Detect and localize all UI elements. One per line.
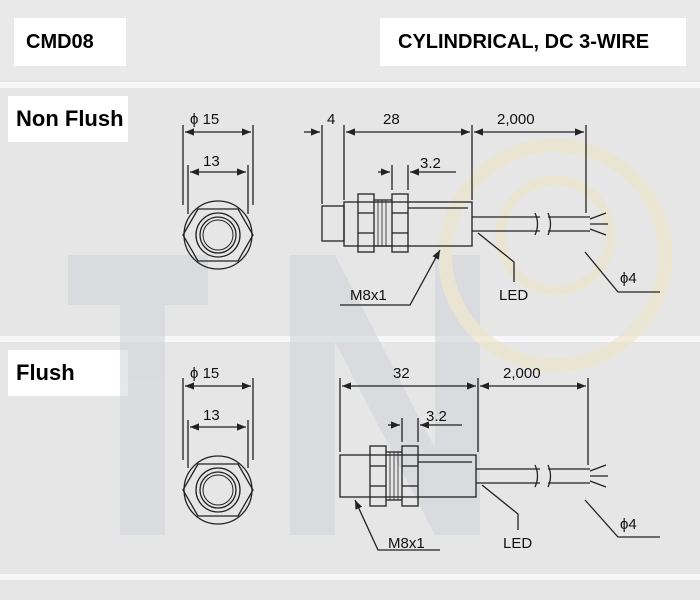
non-flush-thread: M8x1	[350, 287, 387, 304]
non-flush-led: LED	[499, 287, 528, 304]
watermark-logo	[68, 138, 672, 535]
flush-body-length: 32	[393, 365, 410, 382]
flush-across-flats: 13	[203, 407, 220, 424]
non-flush-cable-length: 2,000	[497, 111, 535, 128]
non-flush-side-view	[304, 125, 660, 306]
section-divider	[0, 82, 700, 88]
flush-nut-thickness: 3.2	[426, 408, 447, 425]
non-flush-front-view	[182, 125, 254, 270]
flush-label: Flush	[8, 350, 128, 396]
non-flush-head-length: 4	[327, 111, 335, 128]
non-flush-cable-diameter: ϕ4	[620, 270, 637, 287]
flush-thread: M8x1	[388, 535, 425, 552]
flush-cable-diameter: ϕ4	[620, 516, 637, 533]
flush-front-view	[182, 378, 254, 525]
model-label: CMD08	[14, 18, 126, 66]
non-flush-label: Non Flush	[8, 96, 128, 142]
non-flush-body-length: 28	[383, 111, 400, 128]
non-flush-nut-thickness: 3.2	[420, 155, 441, 172]
non-flush-outer-diameter: ϕ 15	[190, 111, 219, 128]
flush-side-view	[339, 378, 660, 551]
flush-outer-diameter: ϕ 15	[190, 365, 219, 382]
non-flush-across-flats: 13	[203, 153, 220, 170]
flush-cable-length: 2,000	[503, 365, 541, 382]
category-label: CYLINDRICAL, DC 3-WIRE	[380, 18, 686, 66]
section-divider	[0, 574, 700, 580]
flush-led: LED	[503, 535, 532, 552]
